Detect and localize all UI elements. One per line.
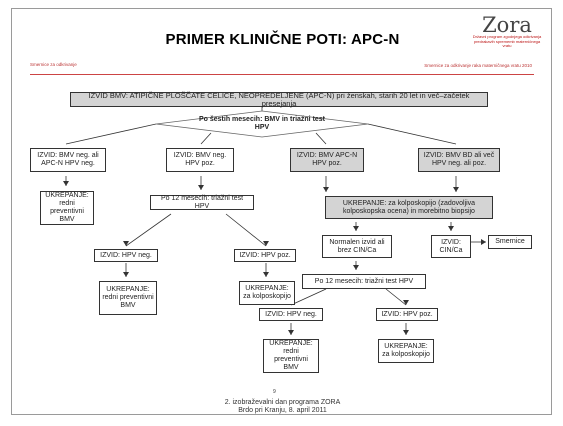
finding-bmv-bd-hpv: IZVID: BMV BD ali več HPV neg. ali poz. [418, 148, 500, 172]
logo-word: Zora [482, 13, 532, 37]
finding-normal: Normalen izvid ali brez CIN/Ca [322, 235, 392, 258]
finding-bmv-neg-hpv-poz: IZVID: BMV neg. HPV poz. [166, 148, 234, 172]
finding-bmv-apcn-hpv-poz: IZVID: BMV APC-N HPV poz. [290, 148, 364, 172]
action-routine-bmv-1: UKREPANJE: redni preventivni BMV [40, 191, 94, 225]
finding-hpv-neg-b: IZVID: HPV neg. [259, 308, 323, 321]
footer-line-2: Brdo pri Kranju, 8. april 2011 [238, 407, 327, 414]
page-number: 9 [273, 389, 276, 395]
slide-footer: 2. izobraževalni dan programa ZORA Brdo … [12, 399, 553, 415]
main-finding-box: IZVID BMV: ATIPIČNE PLOŠČATE CELICE, NEO… [70, 91, 488, 107]
doc-header-left: Smernice za odkrivanje [30, 62, 77, 67]
flowchart-document: Smernice za odkrivanje Smernice za odkri… [26, 59, 538, 395]
action-colposcopy-a: UKREPANJE: za kolposkopijo [239, 281, 295, 305]
doc-header-rule [30, 74, 534, 75]
after-12-months-a: Po 12 mesecih: triažni test HPV [150, 195, 254, 210]
action-colposcopy-b: UKREPANJE: za kolposkopijo [378, 339, 434, 363]
footer-line-1: 2. izobraževalni dan programa ZORA [224, 399, 341, 406]
guidelines-box: Smernice [488, 235, 532, 249]
finding-hpv-poz-a: IZVID: HPV poz. [234, 249, 296, 262]
diamond-label: Po šestih mesecih: BMV in triažni test H… [198, 116, 326, 131]
zora-logo: Zora Državni program zgodnjega odkrivanj… [471, 15, 543, 49]
action-colposcopy-biopsy: UKREPANJE: za kolposkopijo (zadovoljiva … [325, 196, 493, 219]
slide-title: PRIMER KLINIČNE POTI: APC-N [165, 31, 400, 48]
logo-subtitle: Državni program zgodnjega odkrivanja pre… [472, 34, 542, 48]
slide: PRIMER KLINIČNE POTI: APC-N Zora Državni… [11, 8, 552, 415]
doc-header-right: Smernice za odkrivanje raka materničnega… [424, 63, 532, 68]
finding-bmv-neg-hpv-neg: IZVID: BMV neg. ali APC-N HPV neg. [30, 148, 106, 172]
finding-hpv-poz-b: IZVID: HPV poz. [376, 308, 438, 321]
after-12-months-b: Po 12 mesecih: triažni test HPV [302, 274, 426, 289]
action-routine-bmv-2: UKREPANJE: redni preventivni BMV [99, 281, 157, 315]
finding-hpv-neg-a: IZVID: HPV neg. [94, 249, 158, 262]
action-routine-bmv-3: UKREPANJE: redni preventivni BMV [263, 339, 319, 373]
finding-cin-ca: IZVID: CIN/Ca [431, 235, 471, 258]
